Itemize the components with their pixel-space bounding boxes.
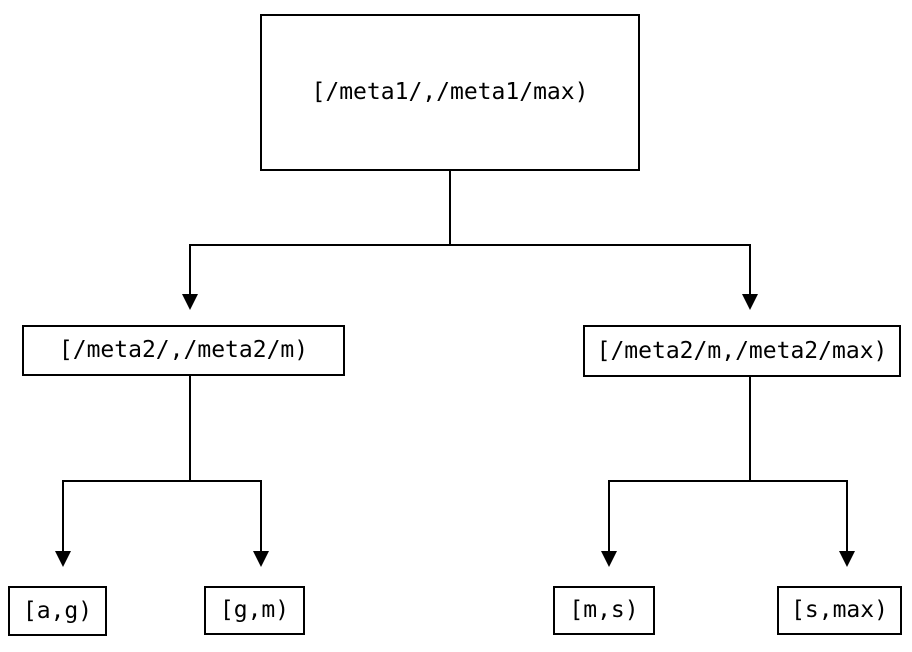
node-leaf-s-max: [s,max) [777, 586, 902, 635]
node-right-subrange: [/meta2/m,/meta2/max) [583, 325, 901, 377]
node-root: [/meta1/,/meta1/max) [260, 14, 640, 171]
arrowhead-icon [742, 294, 758, 310]
edge-right-to-right-right [750, 480, 855, 567]
node-leaf-m-s: [m,s) [553, 586, 655, 635]
edge-right-to-right-left [601, 377, 751, 567]
arrowhead-icon [182, 294, 198, 310]
node-leaf-a-g: [a,g) [8, 586, 107, 636]
edge-root-to-left [182, 171, 451, 310]
arrowhead-icon [601, 551, 617, 567]
arrowhead-icon [839, 551, 855, 567]
node-left-subrange: [/meta2/,/meta2/m) [22, 325, 345, 376]
edge-root-to-right [450, 244, 758, 310]
edge-left-to-left-right [190, 480, 269, 567]
arrowhead-icon [253, 551, 269, 567]
node-leaf-g-m: [g,m) [204, 586, 305, 635]
arrowhead-icon [55, 551, 71, 567]
edge-left-to-left-left [55, 376, 191, 567]
